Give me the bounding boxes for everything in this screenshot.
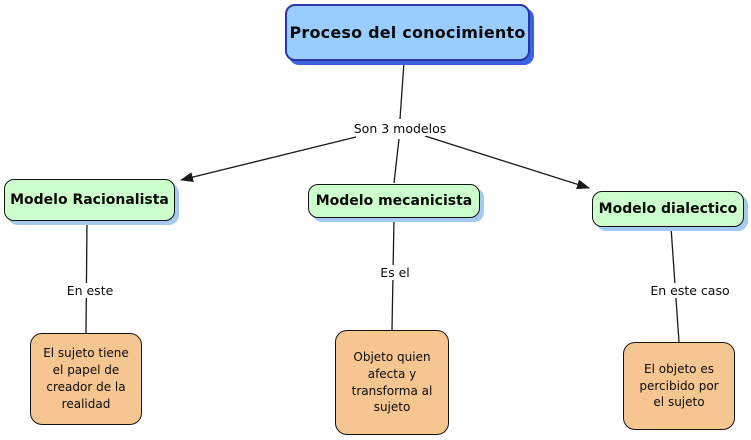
link-label-es-el[interactable]: Es el	[377, 265, 413, 280]
link-label-en-este-caso[interactable]: En este caso	[647, 283, 733, 298]
node-modelo-racionalista[interactable]: Modelo Racionalista	[4, 179, 175, 221]
node-modelo-mecanicista[interactable]: Modelo mecanicista	[308, 184, 480, 218]
line-racionalista-to-detail	[85, 220, 88, 334]
node-detail-dialectico[interactable]: El objeto es percibido por el sujeto	[623, 342, 735, 430]
node-detail-racionalista[interactable]: El sujeto tiene el papel de creador de l…	[30, 333, 142, 425]
link-label-en-este[interactable]: En este	[63, 283, 117, 298]
node-detail-mecanicista[interactable]: Objeto quien afecta y transforma al suje…	[335, 330, 449, 435]
line-split-to-mecanicista	[393, 138, 400, 184]
node-modelo-dialectico[interactable]: Modelo dialectico	[592, 191, 744, 227]
detail-text-racionalista: El sujeto tiene el papel de creador de l…	[43, 346, 129, 411]
link-label-son-3-modelos[interactable]: Son 3 modelos	[350, 121, 450, 136]
detail-text-mecanicista: Objeto quien afecta y transforma al suje…	[351, 349, 433, 415]
detail-text-dialectico: El objeto es percibido por el sujeto	[639, 361, 719, 410]
node-proceso-del-conocimiento[interactable]: Proceso del conocimiento	[285, 4, 530, 61]
line-root-to-split	[399, 61, 405, 120]
arrow-split-to-dialectico	[424, 135, 590, 190]
arrow-split-to-racionalista	[180, 136, 357, 182]
